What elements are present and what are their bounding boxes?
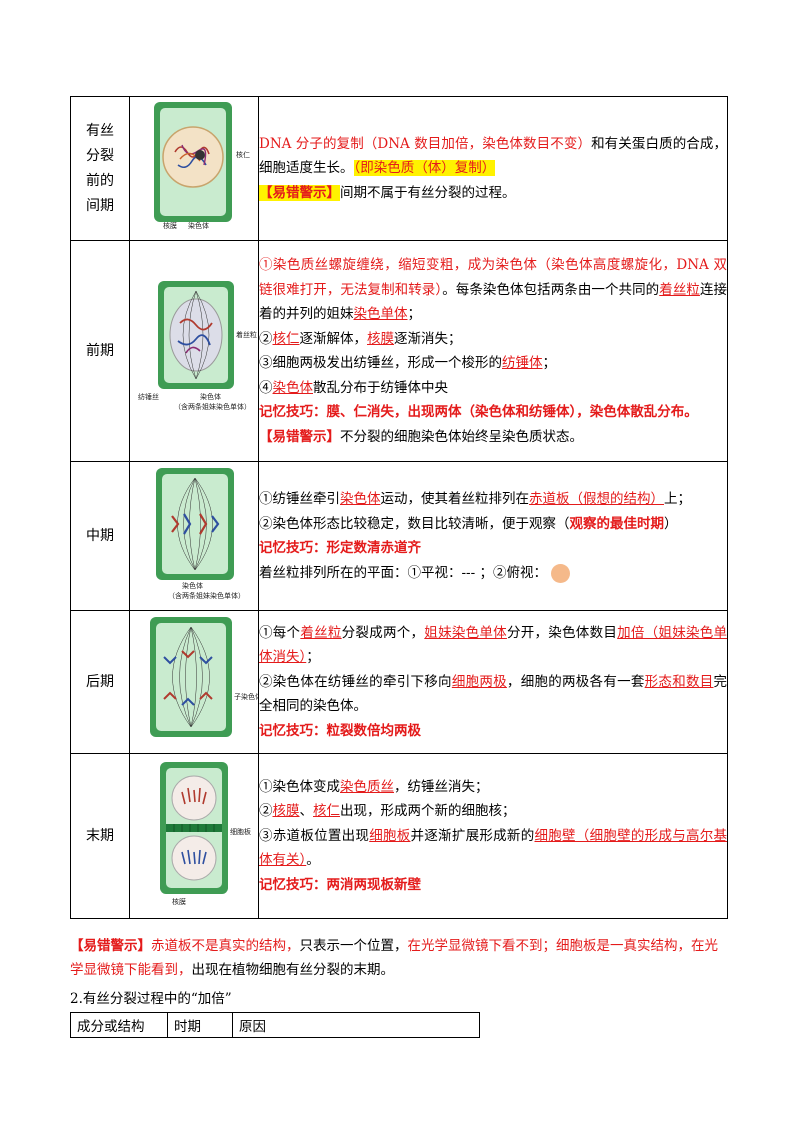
doubling-table: 成分或结构 时期 原因 xyxy=(70,1012,480,1038)
svg-text:（含两条姐妹染色单体）: （含两条姐妹染色单体） xyxy=(168,591,245,600)
memory-tip: 记忆技巧：粒裂数倍均两极 xyxy=(259,722,421,739)
prophase-figure: 着丝粒 纺锤丝 染色体 （含两条姐妹染色单体） xyxy=(129,240,259,462)
table-row-anaphase: 后期 子染色体 ①每个着丝粒分裂成两个，姐妹染色单体分开，染色体数目加倍（姐妹染… xyxy=(70,610,728,754)
table-row-metaphase: 中期 染色体 （含两条姐妹染色单体） ①纺锤丝牵引染色体运动，使其着丝粒排列在赤… xyxy=(70,461,728,611)
svg-text:着丝粒: 着丝粒 xyxy=(236,330,257,339)
warning-tag: 【易错警示】 xyxy=(259,184,340,201)
table-row-interphase: 有丝分裂前的间期 核膜 染色体 核仁 DNA 分子的复制（DNA 数目加倍，染色… xyxy=(70,96,728,241)
mitosis-stages-table: 有丝分裂前的间期 核膜 染色体 核仁 DNA 分子的复制（DNA 数目加倍，染色… xyxy=(70,96,728,919)
stage-label-telophase: 末期 xyxy=(70,753,130,919)
svg-text:细胞板: 细胞板 xyxy=(230,827,251,836)
anaphase-figure: 子染色体 xyxy=(129,610,259,754)
stage-label-prophase: 前期 xyxy=(70,240,130,462)
equatorial-plate-top-view-icon xyxy=(550,563,570,583)
stage-label-anaphase: 后期 xyxy=(70,610,130,754)
warning-note: 【易错警示】赤道板不是真实的结构，只表示一个位置，在光学显微镜下看不到；细胞板是… xyxy=(70,938,718,978)
telophase-figure: 细胞板 核膜 xyxy=(129,753,259,919)
stage-label-metaphase: 中期 xyxy=(70,461,130,611)
prophase-description: ①染色质丝螺旋缠绕，缩短变粗，成为染色体（染色体高度螺旋化，DNA 双链很难打开… xyxy=(258,240,728,462)
svg-text:纺锤丝: 纺锤丝 xyxy=(138,392,159,401)
section-heading: 2.有丝分裂过程中的“加倍” xyxy=(70,991,232,1007)
interphase-description: DNA 分子的复制（DNA 数目加倍，染色体数目不变）和有关蛋白质的合成，细胞适… xyxy=(258,96,728,241)
memory-tip: 记忆技巧：两消两现板新壁 xyxy=(259,876,421,893)
svg-text:核膜: 核膜 xyxy=(163,221,177,230)
svg-text:核膜: 核膜 xyxy=(172,897,186,906)
metaphase-description: ①纺锤丝牵引染色体运动，使其着丝粒排列在赤道板（假想的结构）上； ②染色体形态比… xyxy=(258,461,728,611)
svg-text:染色体: 染色体 xyxy=(188,221,209,230)
svg-text:核仁: 核仁 xyxy=(236,150,250,159)
table-row-telophase: 末期 细胞板 核膜 ①染色体变成染色质丝，纺锤丝消失； ②核膜、核仁出现，形成两… xyxy=(70,753,728,919)
anaphase-description: ①每个着丝粒分裂成两个，姐妹染色单体分开，染色体数目加倍（姐妹染色单体消失）； … xyxy=(258,610,728,754)
memory-tip: 记忆技巧：膜、仁消失，出现两体（染色体和纺锤体），染色体散乱分布。 xyxy=(259,404,698,420)
header-cell: 原因 xyxy=(232,1012,480,1038)
svg-text:染色体: 染色体 xyxy=(182,581,203,590)
svg-text:染色体: 染色体 xyxy=(200,392,221,401)
warning-tag: 【易错警示】 xyxy=(259,428,340,445)
header-cell: 成分或结构 xyxy=(70,1012,168,1038)
table-row-prophase: 前期 着丝粒 纺锤丝 染色体 （含两条姐妹染色单体） ①染色质丝螺旋缠绕，缩短变… xyxy=(70,240,728,462)
memory-tip: 记忆技巧：形定数清赤道齐 xyxy=(259,540,421,556)
svg-text:（含两条姐妹染色单体）: （含两条姐妹染色单体） xyxy=(174,402,251,411)
interphase-figure: 核膜 染色体 核仁 xyxy=(129,96,259,241)
metaphase-figure: 染色体 （含两条姐妹染色单体） xyxy=(129,461,259,611)
stage-label-interphase: 有丝分裂前的间期 xyxy=(70,96,130,241)
header-cell: 时期 xyxy=(167,1012,233,1038)
table-header-row: 成分或结构 时期 原因 xyxy=(70,1012,480,1038)
telophase-description: ①染色体变成染色质丝，纺锤丝消失； ②核膜、核仁出现，形成两个新的细胞核； ③赤… xyxy=(258,753,728,919)
svg-text:子染色体: 子染色体 xyxy=(234,692,258,701)
